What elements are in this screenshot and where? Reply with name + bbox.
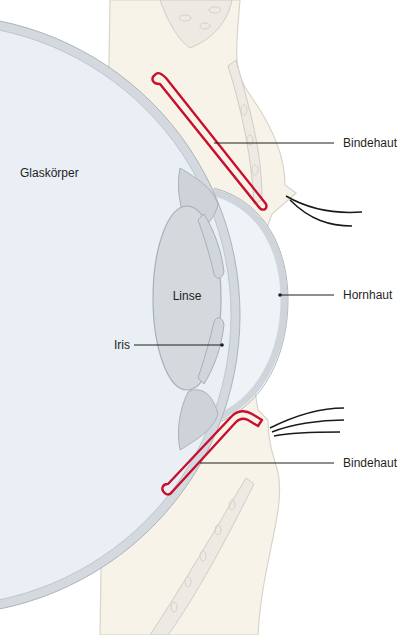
- part-label: Bindehaut: [343, 456, 397, 470]
- part-label: Glaskörper: [20, 166, 79, 180]
- iris: [198, 318, 224, 384]
- ciliary-body: [178, 390, 218, 450]
- sclera: [0, 15, 240, 615]
- conjunctiva: [153, 73, 267, 209]
- eyelash: [270, 196, 362, 436]
- part-label: Iris: [114, 338, 130, 352]
- vitreous-body: [0, 24, 231, 606]
- part-label: Linse: [173, 289, 202, 303]
- leader-line: [134, 143, 334, 463]
- leader-dot: [220, 293, 282, 347]
- conjunctiva: [162, 411, 262, 494]
- part-label: Bindehaut: [343, 136, 397, 150]
- iris: [198, 214, 224, 278]
- part-label: Hornhaut: [343, 288, 392, 302]
